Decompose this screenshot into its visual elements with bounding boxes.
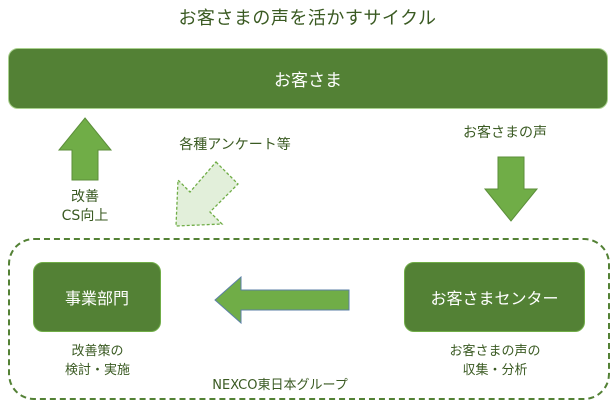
dept-caption: 改善策の 検討・実施	[40, 342, 155, 380]
dept-caption-line1: 改善策の	[71, 344, 124, 359]
customer-label: お客さま	[274, 71, 342, 91]
improvement-label-line2: CS向上	[61, 208, 109, 224]
diagonal-arrow-icon	[172, 160, 242, 230]
customer-center-label: お客さまセンター	[430, 289, 559, 308]
survey-label: 各種アンケート等	[179, 137, 291, 153]
left-arrow-icon	[214, 276, 350, 324]
down-arrow-icon	[483, 156, 539, 222]
business-dept-box: 事業部門	[33, 262, 161, 332]
customer-box: お客さま	[8, 48, 608, 109]
business-dept-label: 事業部門	[64, 289, 129, 308]
nexco-group-label: NEXCO東日本グループ	[212, 378, 348, 393]
dept-caption-line2: 検討・実施	[64, 363, 130, 378]
diagram-title: お客さまの声を活かすサイクル	[178, 8, 437, 29]
center-caption-line1: お客さまの声の	[449, 344, 541, 359]
improvement-label-line1: 改善	[71, 189, 99, 205]
improvement-label: 改善 CS向上	[40, 188, 130, 226]
up-arrow-icon	[57, 117, 113, 181]
customer-center-box: お客さまセンター	[404, 262, 585, 332]
center-caption: お客さまの声の 収集・分析	[430, 342, 560, 380]
voice-label: お客さまの声	[463, 125, 547, 141]
center-caption-line2: 収集・分析	[462, 363, 528, 378]
nexco-group-frame	[8, 238, 610, 400]
